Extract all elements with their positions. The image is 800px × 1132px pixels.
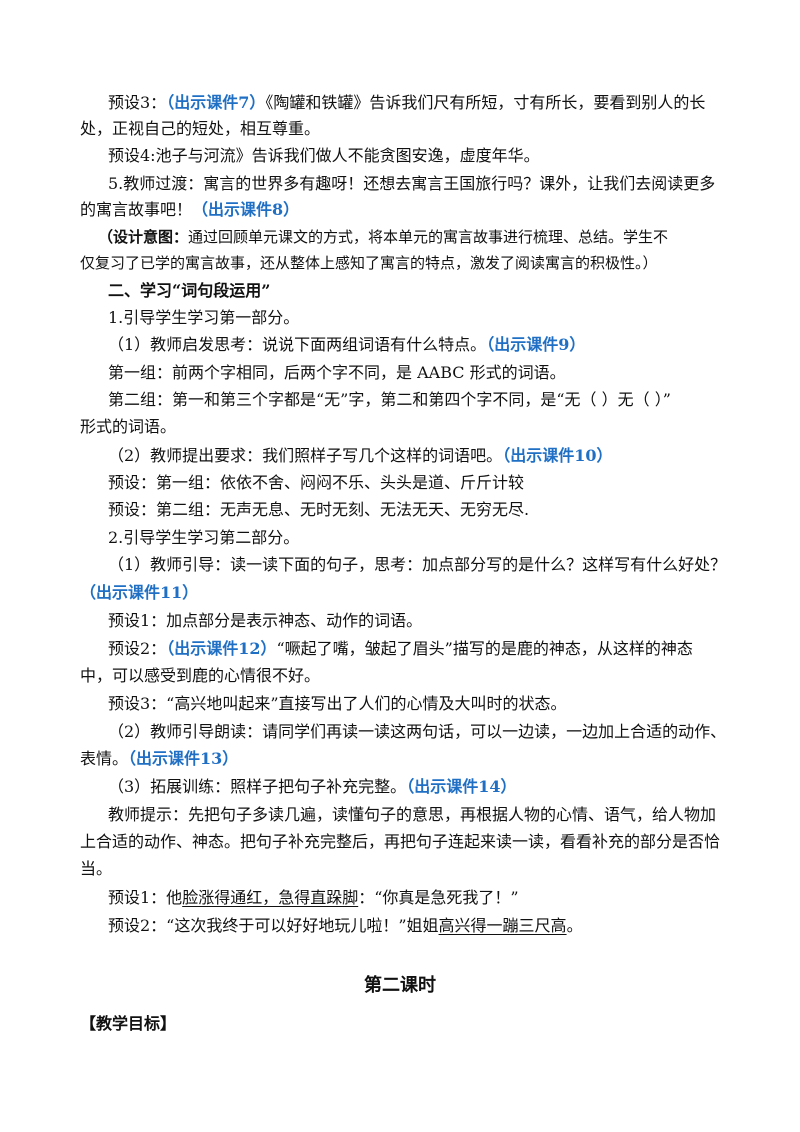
- paragraph-line: 的寓言故事吧！（出示课件8）: [80, 200, 300, 219]
- paragraph-line: 1.引导学生学习第一部分。: [108, 308, 300, 327]
- paragraph-line: 教师提示：先把句子多读几遍，读懂句子的意思，再根据人物的心情、语气，给人物加: [108, 805, 717, 824]
- courseware-link[interactable]: （出示课件9）: [486, 335, 586, 354]
- courseware-link[interactable]: （出示课件13）: [128, 749, 239, 768]
- paragraph-line: 预设：第二组：无声无息、无时无刻、无法无天、无穷无尽.: [108, 500, 530, 519]
- paragraph-line: 预设4:池子与河流》告诉我们做人不能贪图安逸，虚度年华。: [108, 146, 540, 165]
- paragraph-line: 2.引导学生学习第二部分。: [108, 528, 300, 547]
- paragraph-line: 处，正视自己的短处，相互尊重。: [80, 119, 321, 138]
- design-intent: 仅复习了已学的寓言故事，还从整体上感知了寓言的特点，激发了阅读寓言的积极性。）: [80, 254, 658, 272]
- courseware-link[interactable]: （出示课件7）: [166, 93, 266, 112]
- paragraph-line: 预设3：（出示课件7）《陶罐和铁罐》告诉我们尺有所短，寸有所长，要看到别人的长: [108, 93, 706, 112]
- paragraph-line: 预设：第一组：依依不舍、闷闷不乐、头头是道、斤斤计较: [108, 473, 525, 492]
- underlined-phrase: 高兴得一蹦三尺高: [438, 916, 567, 935]
- paragraph-line: 表情。（出示课件13）: [80, 749, 239, 768]
- paragraph-line: （1）教师引导：读一读下面的句子，思考：加点部分写的是什么？这样写有什么好处？: [108, 555, 727, 574]
- paragraph-line: 中，可以感受到鹿的心情很不好。: [80, 666, 321, 685]
- paragraph-line: （2）教师引导朗读：请同学们再读一读这两句话，可以一边读，一边加上合适的动作、: [108, 722, 727, 741]
- courseware-link[interactable]: （出示课件11）: [80, 583, 199, 602]
- paragraph-line: 5.教师过渡：寓言的世界多有趣呀！还想去寓言王国旅行吗？课外，让我们去阅读更多: [108, 174, 716, 193]
- paragraph-line: （1）教师启发思考：说说下面两组词语有什么特点。（出示课件9）: [108, 335, 586, 354]
- paragraph-line: 预设1：加点部分是表示神态、动作的词语。: [108, 611, 423, 630]
- courseware-link[interactable]: （出示课件12）: [166, 639, 277, 658]
- paragraph-line: 预设2：“这次我终于可以好好地玩儿啦！”姐姐高兴得一蹦三尺高。: [108, 916, 583, 935]
- paragraph-line: 预设3：“高兴地叫起来”直接写出了人们的心情及大叫时的状态。: [108, 694, 567, 713]
- section-heading: 二、学习“词句段运用”: [108, 281, 271, 300]
- design-intent: （设计意图：通过回顾单元课文的方式，将本单元的寓言故事进行梳理、总结。学生不: [98, 228, 669, 246]
- paragraph-line: （3）拓展训练：照样子把句子补充完整。（出示课件14）: [108, 777, 517, 796]
- courseware-link[interactable]: （出示课件8）: [192, 200, 300, 219]
- paragraph-line: 上合适的动作、神态。把句子补充完整后，再把句子连起来读一读，看看补充的部分是否恰: [80, 832, 721, 851]
- paragraph-line: 第二组：第一和第三个字都是“无”字，第二和第四个字不同，是“无（ ）无（ ）”: [108, 390, 671, 409]
- paragraph-line: 预设2：（出示课件12）“噘起了嘴，皱起了眉头”描写的是鹿的神态，从这样的神态: [108, 639, 693, 658]
- teaching-goals-heading: 【教学目标】: [80, 1014, 177, 1033]
- paragraph-line: （2）教师提出要求：我们照样子写几个这样的词语吧。（出示课件10）: [108, 446, 613, 465]
- paragraph-line: （出示课件11）: [80, 582, 730, 604]
- courseware-link[interactable]: （出示课件10）: [502, 446, 613, 465]
- paragraph-line: 第一组：前两个字相同，后两个字不同，是 AABC 形式的词语。: [108, 363, 566, 382]
- underlined-phrase: 脸涨得通红，急得直跺脚: [182, 888, 359, 907]
- paragraph-line: 预设1：他脸涨得通红，急得直跺脚：“你真是急死我了！”: [108, 888, 519, 907]
- paragraph-line: 当。: [80, 859, 113, 878]
- lesson-title: 第二课时: [364, 975, 436, 996]
- courseware-link[interactable]: （出示课件14）: [406, 777, 517, 796]
- paragraph-line: 形式的词语。: [80, 417, 177, 436]
